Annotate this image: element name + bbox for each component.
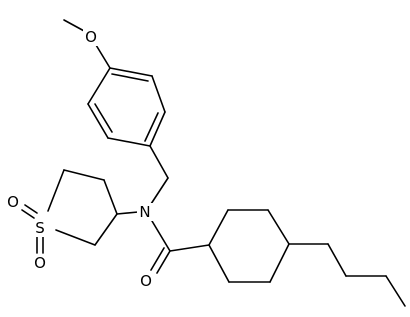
bond-n-carbonyl	[151, 220, 171, 252]
bond-methyl-o	[63, 19, 87, 33]
bond-aryl-3	[149, 111, 166, 147]
bond-chex-3	[267, 209, 290, 245]
bond-butyl-4	[385, 275, 406, 307]
atom-sulfone-oxygen-top: O	[7, 193, 19, 211]
atom-label-layer: O N S O O O	[5, 28, 154, 290]
bond-aryl-ch2	[149, 145, 169, 179]
bond-ch2-n	[150, 177, 169, 205]
bond-aryl-1	[109, 67, 153, 77]
bond-aryl-6	[87, 67, 111, 105]
bond-o-aryl	[95, 44, 111, 69]
bond-chex-6	[208, 244, 230, 283]
bond-butyl-2	[327, 243, 347, 277]
bond-ring-5	[55, 229, 96, 246]
bond-s-o-top-a	[21, 209, 35, 219]
atom-carbonyl-oxygen: O	[140, 272, 152, 290]
bond-s-o-top-b	[24, 204, 38, 214]
bond-aryl-2	[151, 75, 166, 113]
bond-aryl-3-inner	[144, 112, 159, 142]
bond-layer	[21, 19, 406, 307]
bond-ring-3	[47, 169, 65, 212]
bond-ring-2	[63, 169, 105, 181]
atom-amide-nitrogen: N	[139, 203, 150, 221]
atom-sulfone-oxygen-bottom: O	[34, 254, 46, 272]
bond-n-ring	[116, 211, 139, 215]
bond-chex-4	[269, 243, 290, 283]
bond-chex-1	[208, 209, 229, 246]
bond-aryl-1-inner	[111, 73, 149, 82]
bond-co-a	[156, 250, 171, 274]
bond-aryl-5	[87, 103, 109, 139]
atom-sulfur: S	[35, 219, 45, 237]
bond-aryl-4	[107, 137, 151, 147]
bond-ring-4	[94, 213, 118, 246]
bond-carbonyl-ring	[169, 244, 210, 252]
bond-co-b	[150, 247, 165, 271]
atom-methoxy-oxygen: O	[85, 28, 97, 46]
bond-ring-1	[103, 179, 118, 215]
bond-aryl-5-inner	[94, 103, 113, 133]
